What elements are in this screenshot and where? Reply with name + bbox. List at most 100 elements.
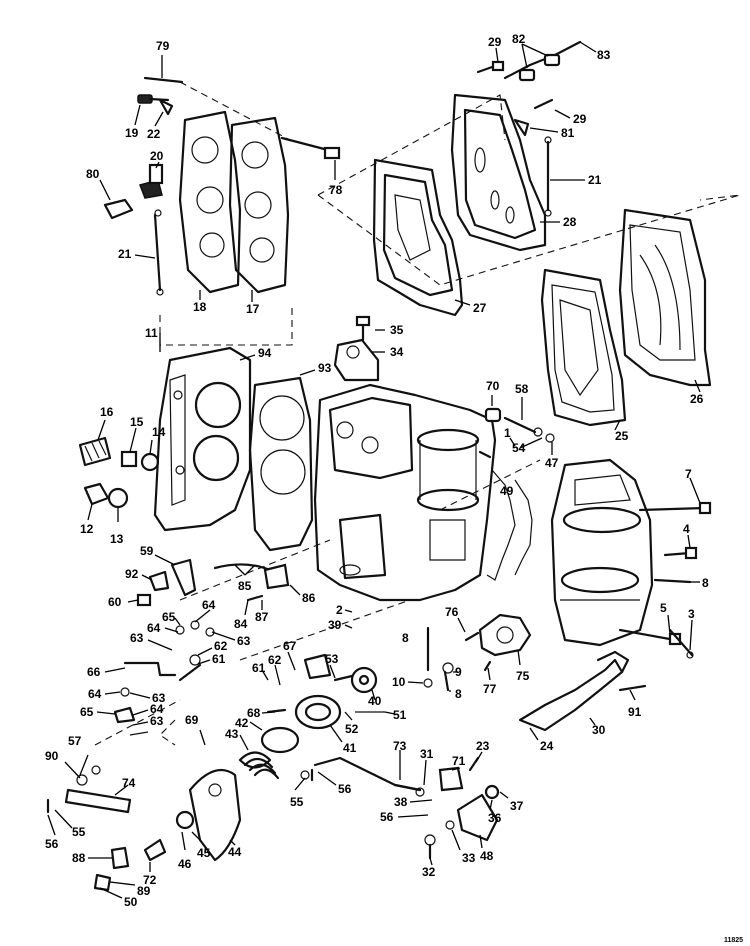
thermostat-parts (78, 436, 160, 509)
callout-71: 71 (452, 754, 466, 768)
callout-19: 19 (125, 126, 139, 140)
callout-73: 73 (393, 739, 407, 753)
callout-28: 28 (563, 215, 577, 229)
callout-64: 64 (202, 598, 216, 612)
callout-55: 55 (290, 795, 304, 809)
callout-67: 67 (283, 639, 297, 653)
figure-code: 11825 (724, 937, 743, 944)
callout-31: 31 (420, 747, 434, 761)
callout-65: 65 (162, 610, 176, 624)
callout-48: 48 (480, 849, 494, 863)
callout-2: 2 (336, 603, 343, 617)
callout-17: 17 (246, 302, 260, 316)
callout-33: 33 (462, 851, 476, 865)
callout-64: 64 (150, 702, 164, 716)
callout-27: 27 (473, 301, 487, 315)
callout-60: 60 (108, 595, 122, 609)
callout-55: 55 (72, 825, 86, 839)
callout-69: 69 (185, 713, 199, 727)
callout-14: 14 (152, 425, 166, 439)
top-left-small-parts (103, 76, 341, 296)
throttle-linkage (113, 558, 290, 736)
callout-29: 29 (573, 112, 587, 126)
seal-strip (486, 469, 533, 581)
head-plate-17 (228, 116, 290, 294)
manifold-gasket (540, 268, 627, 427)
callout-21: 21 (118, 247, 132, 261)
callout-4: 4 (683, 522, 690, 536)
callout-93: 93 (318, 361, 332, 375)
callout-53: 53 (325, 652, 339, 666)
callout-77: 77 (483, 682, 497, 696)
callout-16: 16 (100, 405, 114, 419)
callout-29: 29 (488, 35, 502, 49)
callout-5: 5 (660, 601, 667, 615)
callout-36: 36 (488, 811, 502, 825)
callout-35: 35 (390, 323, 404, 337)
callout-8: 8 (402, 631, 409, 645)
callout-22: 22 (147, 127, 161, 141)
callout-63: 63 (150, 714, 164, 728)
callout-72: 72 (143, 873, 157, 887)
callout-56: 56 (45, 837, 59, 851)
callout-94: 94 (258, 346, 272, 360)
callout-56: 56 (380, 810, 394, 824)
exhaust-cover (450, 93, 547, 252)
callout-62: 62 (268, 653, 282, 667)
head-gasket (248, 376, 314, 552)
callout-82: 82 (512, 32, 526, 46)
callout-70: 70 (486, 379, 500, 393)
callout-labels: 79 19 22 20 80 21 18 17 78 29 82 83 29 8… (45, 32, 743, 944)
callout-8: 8 (702, 576, 709, 590)
callout-30: 30 (592, 723, 606, 737)
cylinder-head (153, 346, 252, 532)
callout-57: 57 (68, 734, 82, 748)
callout-9: 9 (455, 665, 462, 679)
callout-47: 47 (545, 456, 559, 470)
callout-59: 59 (140, 544, 154, 558)
callout-26: 26 (690, 392, 704, 406)
callout-66: 66 (87, 665, 101, 679)
assembly-guide-lines (94, 81, 741, 746)
callout-83: 83 (597, 48, 611, 62)
callout-78: 78 (329, 183, 343, 197)
callout-45: 45 (197, 846, 211, 860)
top-right-fasteners (476, 40, 582, 217)
callout-32: 32 (422, 865, 436, 879)
callout-58: 58 (515, 382, 529, 396)
callout-42: 42 (235, 716, 249, 730)
callout-81: 81 (561, 126, 575, 140)
mounting-bracket (333, 315, 380, 382)
callout-56: 56 (338, 782, 352, 796)
callout-43: 43 (225, 727, 239, 741)
callout-84: 84 (234, 617, 248, 631)
callout-1: 1 (504, 426, 511, 440)
callout-24: 24 (540, 739, 554, 753)
callout-41: 41 (343, 741, 357, 755)
callout-87: 87 (255, 610, 269, 624)
lower-left-parts (46, 765, 314, 892)
crankcase-block (313, 383, 497, 602)
shift-arm-assembly (313, 650, 647, 860)
fittings-cluster (478, 407, 555, 459)
callout-88: 88 (72, 851, 86, 865)
callout-90: 90 (45, 749, 59, 763)
callout-52: 52 (345, 722, 359, 736)
callout-62: 62 (214, 639, 228, 653)
callout-39: 39 (328, 618, 342, 632)
callout-51: 51 (393, 708, 407, 722)
callout-79: 79 (156, 39, 170, 53)
callout-40: 40 (368, 694, 382, 708)
callout-68: 68 (247, 706, 261, 720)
callout-50: 50 (124, 895, 138, 909)
callout-76: 76 (445, 605, 459, 619)
callout-46: 46 (178, 857, 192, 871)
callout-13: 13 (110, 532, 124, 546)
callout-64: 64 (147, 621, 161, 635)
exhaust-cover-gasket (372, 158, 464, 317)
callout-21: 21 (588, 173, 602, 187)
callout-64: 64 (88, 687, 102, 701)
callout-92: 92 (125, 567, 139, 581)
callout-63: 63 (152, 691, 166, 705)
